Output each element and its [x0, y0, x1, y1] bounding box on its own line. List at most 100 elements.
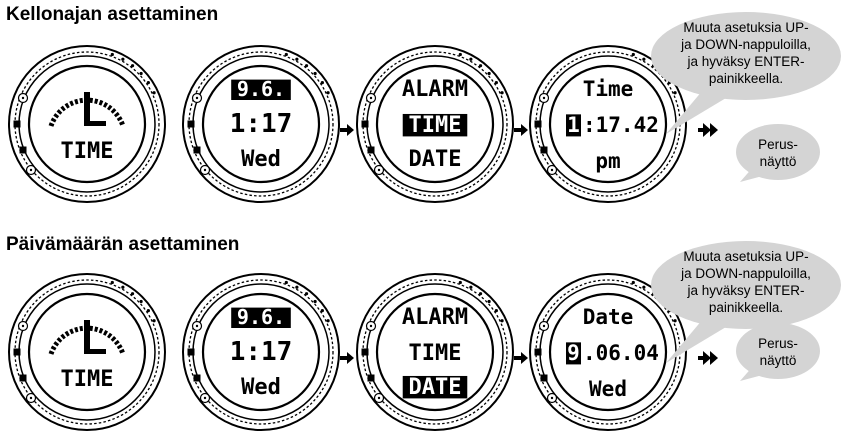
bezel-symbol-icon — [21, 96, 25, 100]
arrow-shaft — [514, 128, 522, 132]
bubble-line: Perus- — [758, 336, 798, 351]
double-arrow-icon — [703, 351, 711, 365]
bubble-line: painikkeella. — [709, 300, 783, 315]
dial-hand — [84, 320, 90, 352]
lcd-line: 9.6. — [237, 305, 285, 329]
bezel-dot — [326, 91, 330, 95]
watch-0-0: TIME — [8, 45, 166, 203]
bezel-dot — [631, 280, 635, 285]
bezel-dot — [487, 299, 491, 304]
bezel-symbol-icon — [29, 396, 33, 400]
bezel-symbol-icon — [13, 348, 21, 356]
bezel-dot — [313, 299, 317, 304]
bezel-dot — [500, 319, 504, 323]
bezel-dot — [304, 292, 309, 296]
bubble-line: Muuta asetuksia UP- — [683, 249, 808, 264]
speech-bubble — [651, 241, 841, 329]
lcd-line: ALARM — [402, 77, 468, 102]
bezel-dot — [110, 280, 114, 285]
speech-bubble — [736, 323, 820, 379]
bezel-symbol-icon — [195, 324, 199, 328]
lcd-line: pm — [595, 149, 620, 173]
bezel-symbol-icon — [369, 96, 373, 100]
bubble-line: ja hyväksy ENTER- — [686, 54, 804, 69]
bezel-symbol-icon — [377, 396, 381, 400]
bubble-small-1: Perus-näyttö — [736, 323, 820, 381]
double-arrow-icon — [703, 123, 711, 137]
bubble-line: näyttö — [760, 353, 797, 368]
bubble-line: näyttö — [760, 154, 797, 169]
bezel-symbol-icon — [542, 96, 546, 100]
double-arrow-0 — [698, 123, 718, 137]
lcd-cursor-digit: 9 — [567, 341, 580, 365]
lcd-line: DATE — [409, 147, 462, 172]
bezel-dot — [500, 91, 504, 95]
speech-bubble — [736, 124, 820, 180]
bezel-symbol-icon — [187, 348, 195, 356]
bezel-symbol-icon — [13, 120, 21, 128]
bezel-symbol-icon — [29, 168, 33, 172]
bezel-dot — [673, 91, 677, 95]
bezel-dot — [295, 57, 299, 61]
lcd-line: 9.6. — [237, 77, 285, 101]
bezel-dot — [320, 309, 324, 313]
bezel-symbol-icon — [542, 324, 546, 328]
bezel-dot — [152, 319, 156, 323]
bezel-symbol-icon — [203, 396, 207, 400]
bubble-line: ja DOWN-nappuloilla, — [680, 37, 811, 52]
double-arrow-icon — [710, 351, 718, 365]
double-arrow-1 — [698, 351, 718, 365]
arrow-shaft — [514, 356, 522, 360]
arrow-shaft — [340, 128, 348, 132]
bezel-symbol-icon — [193, 374, 201, 382]
bezel-dot — [326, 319, 330, 323]
lcd-line: 1:17 — [230, 109, 293, 139]
lcd-line: TIME — [409, 113, 462, 138]
lcd-line: Date — [583, 305, 634, 329]
bubble-line: Muuta asetuksia UP- — [683, 20, 808, 35]
bubble-large-0: Muuta asetuksia UP-ja DOWN-nappuloilla, j… — [651, 12, 841, 134]
arrow-shaft — [698, 356, 704, 360]
bezel-symbol-icon — [534, 348, 542, 356]
bezel-dot — [295, 285, 299, 289]
bezel-dot — [631, 52, 635, 57]
bezel-symbol-icon — [361, 120, 369, 128]
speech-bubble-tail — [666, 84, 736, 134]
lcd-line: TIME — [409, 341, 462, 366]
bezel-dot — [469, 57, 473, 61]
bezel-symbol-icon — [550, 168, 554, 172]
watch-0-2: ALARM TIME DATE — [356, 45, 514, 203]
bezel-symbol-icon — [195, 96, 199, 100]
bezel-dot — [673, 319, 677, 323]
bezel-symbol-icon — [19, 146, 27, 154]
bezel-symbol-icon — [361, 348, 369, 356]
lcd-cursor-digit: 1 — [567, 113, 580, 137]
section-title-time: Kellonajan asettaminen — [6, 4, 219, 25]
bezel-dot — [130, 64, 135, 68]
highlight-box — [231, 307, 291, 328]
arrow-1-a — [340, 352, 354, 364]
arrow-shaft — [340, 356, 348, 360]
bezel-dot — [139, 299, 143, 304]
double-arrow-icon — [710, 123, 718, 137]
bubble-line: ja DOWN-nappuloilla, — [680, 266, 811, 281]
lcd-line: :17.42 — [583, 113, 659, 137]
lcd-line: DATE — [409, 375, 462, 400]
bezel-dot — [642, 57, 646, 61]
bezel-dot — [478, 292, 483, 296]
bezel-symbol-icon — [21, 324, 25, 328]
lcd-line: 1:17 — [230, 337, 293, 367]
bezel-dot — [146, 309, 150, 313]
arrow-0-a — [340, 124, 354, 136]
bezel-dot — [487, 71, 491, 76]
bezel-symbol-icon — [369, 324, 373, 328]
dial-hand — [84, 349, 106, 354]
lcd-line: Wed — [241, 375, 281, 400]
speech-bubble — [651, 12, 841, 100]
bezel-dot — [494, 309, 498, 313]
